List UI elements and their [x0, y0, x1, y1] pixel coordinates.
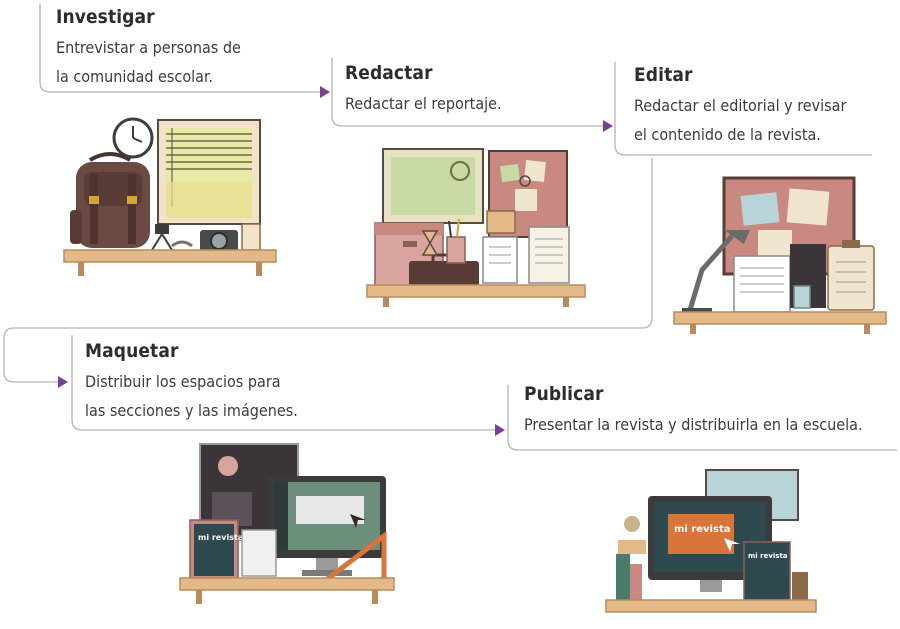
clock-icon: [112, 117, 154, 159]
step-redactar: Redactar Redactar el reportaje.: [345, 61, 502, 118]
mug-icon: [793, 285, 811, 309]
step-title: Redactar: [345, 62, 433, 84]
step-description: Redactar el reportaje.: [345, 94, 502, 113]
document-pages-icon: [482, 226, 570, 284]
envelope-icon: [486, 210, 516, 234]
step-title: Publicar: [524, 383, 604, 405]
investigar-illustration: [63, 117, 277, 276]
backpack-icon: [70, 152, 150, 248]
magazine-title: mi revista: [748, 552, 788, 560]
magazine-icon: mi revista: [743, 541, 791, 601]
step-description: Entrevistar a personas de la comunidad e…: [56, 38, 241, 86]
tripod-icon: [151, 224, 173, 251]
step-maquetar: Maquetar Distribuir los espacios para la…: [85, 339, 298, 425]
arrow-icon: [320, 86, 330, 98]
step-title: Editar: [634, 64, 693, 86]
clipboard-icon: [827, 240, 875, 311]
monitor-icon: [268, 476, 386, 576]
wooden-shelf: [673, 311, 887, 334]
window-icon: [382, 148, 484, 224]
step-investigar: Investigar Entrevistar a personas de la …: [56, 5, 241, 91]
wooden-shelf: [63, 249, 277, 276]
monitor-icon: mi revista: [648, 496, 772, 592]
printout-icon: [241, 529, 277, 577]
step-editar: Editar Redactar el editorial y revisar e…: [634, 63, 846, 149]
step-title: Maquetar: [85, 340, 179, 362]
photo-frame-icon: [241, 223, 261, 251]
maquetar-illustration: mi revista: [179, 443, 395, 604]
step-description: Distribuir los espacios para las seccion…: [85, 372, 298, 420]
magazine-title: mi revista: [198, 533, 243, 542]
cursor-icon: [350, 514, 366, 528]
cup-icon: [792, 572, 808, 600]
camera-icon: [200, 230, 238, 252]
step-description: Redactar el editorial y revisar el conte…: [634, 96, 847, 144]
arrow-icon: [603, 120, 613, 132]
screen-magazine-title: mi revista: [674, 524, 730, 535]
publicar-illustration: mi revista mi revista: [605, 469, 817, 613]
wooden-shelf: [605, 599, 817, 613]
cursor-icon: [724, 538, 740, 552]
bookstack-icon: [616, 516, 646, 600]
window-blinds-icon: [157, 119, 261, 225]
document-pages-icon: [733, 255, 791, 313]
step-title: Investigar: [56, 6, 155, 28]
step-description: Presentar la revista y distribuirla en l…: [524, 415, 863, 434]
magazine-icon: mi revista: [189, 519, 243, 581]
pencil-cup-icon: [446, 218, 466, 264]
editar-illustration: [673, 176, 887, 334]
wooden-shelf: [366, 284, 586, 307]
hourglass-icon: [421, 230, 439, 256]
glasses-icon: [171, 240, 193, 248]
lamp-bulb-icon: [624, 516, 640, 532]
wooden-shelf: [179, 577, 395, 604]
desk-lamp-icon: [682, 230, 750, 314]
step-publicar: Publicar Presentar la revista y distribu…: [524, 382, 863, 439]
arrow-icon: [58, 376, 68, 388]
arrow-icon: [495, 424, 505, 436]
redactar-illustration: [366, 148, 586, 307]
